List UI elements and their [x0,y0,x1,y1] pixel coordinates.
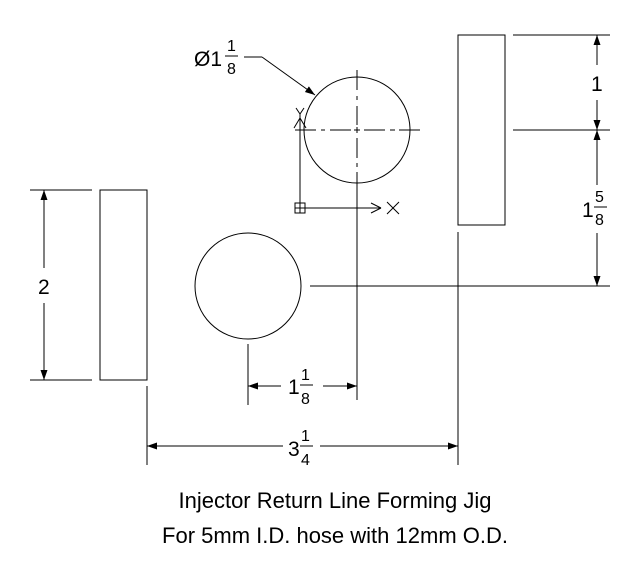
svg-text:Ø1: Ø1 [194,48,222,71]
svg-text:1: 1 [227,38,236,55]
hole-spacing-dimension-lines [247,344,357,405]
ucs-y-label: Y [291,99,301,115]
ucs-x-label: X [402,201,412,217]
overall-width-dimension: 3 1 4 [288,428,313,469]
svg-text:3: 3 [288,438,300,461]
left-block [99,189,148,381]
svg-text:8: 8 [595,212,604,229]
left-height-dimension-lines [30,189,92,381]
left-height-label: 2 [38,276,50,299]
ucs-icon [293,107,400,215]
upper-hole-centerline [295,70,420,400]
svg-text:1: 1 [582,199,594,222]
svg-text:5: 5 [595,189,604,206]
drawing-title: Injector Return Line Forming Jig [178,488,491,513]
right-lower-dimension: 1 5 8 [582,189,607,229]
right-dimension-lines [310,34,610,287]
svg-text:8: 8 [301,391,310,408]
svg-text:4: 4 [301,452,310,469]
diameter-leader [244,56,316,96]
svg-text:1: 1 [288,376,300,399]
svg-text:1: 1 [301,428,310,445]
right-block [457,34,506,226]
svg-text:1: 1 [301,367,310,384]
svg-text:8: 8 [227,61,236,78]
overall-width-dimension-lines [146,232,459,465]
right-upper-label: 1 [591,73,603,96]
lower-hole [194,232,302,340]
diameter-dimension: Ø1 1 8 [194,38,238,78]
hole-spacing-dimension: 1 1 8 [288,367,313,408]
drawing-subtitle: For 5mm I.D. hose with 12mm O.D. [162,523,508,548]
